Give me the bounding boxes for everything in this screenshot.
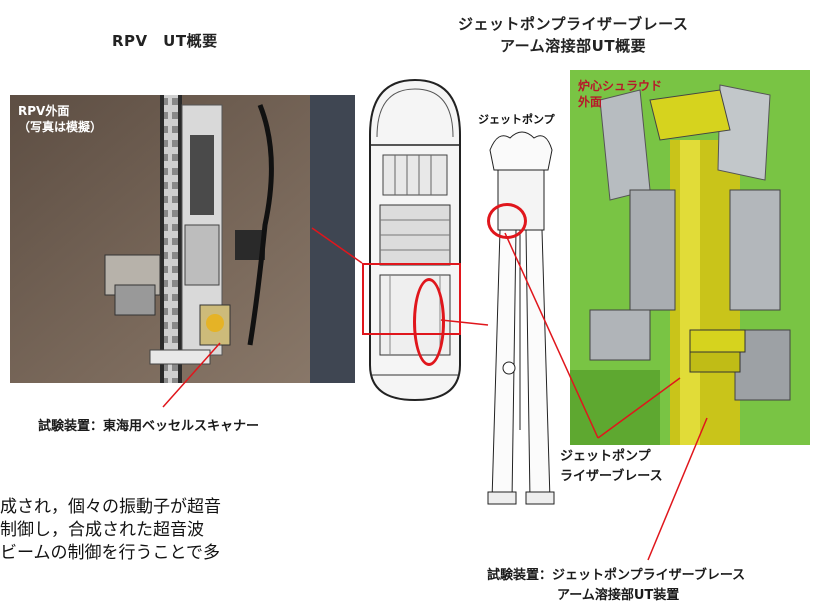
rpv-device-caption: 試験装置：東海用ベッセルスキャナー: [38, 419, 260, 434]
rpv-zoom-connector-line: [311, 227, 363, 264]
jet-pump-connector-line: [440, 319, 489, 326]
shroud-3d-model: [570, 70, 810, 445]
jet-pump-label: ジェットポンプ: [478, 113, 555, 126]
rpv-device-callout-line: [162, 342, 221, 408]
jet-pump-location-ellipse: [413, 278, 445, 366]
shroud-exterior-label: 炉心シュラウド 外面: [578, 79, 663, 109]
rpv-zoom-box: [362, 263, 461, 335]
jet-pump-ut-title-line2: アーム溶接部UT概要: [500, 37, 647, 55]
body-text-line-1: 成され，個々の振動子が超音: [0, 497, 221, 517]
jp-device-callout-line: [647, 417, 708, 561]
jet-pump-ut-title-line1: ジェットポンプライザーブレース: [458, 15, 689, 33]
rpv-outer-label: RPV外面 （写真は模擬）: [18, 104, 103, 134]
rpv-ut-title: RPV UT概要: [112, 32, 218, 50]
jp-device-caption: 試験装置：ジェットポンプライザーブレース アーム溶接部UT装置: [487, 568, 746, 603]
body-text-line-3: ビームの制御を行うことで多: [0, 543, 220, 563]
brace-callout-line: [504, 232, 599, 439]
brace-model-callout-line: [597, 377, 681, 439]
rpv-outer-photo: [10, 95, 355, 383]
riser-brace-callout: ジェットポンプ ライザーブレース: [560, 447, 663, 487]
body-text-line-2: 制御し，合成された超音波: [0, 520, 204, 540]
